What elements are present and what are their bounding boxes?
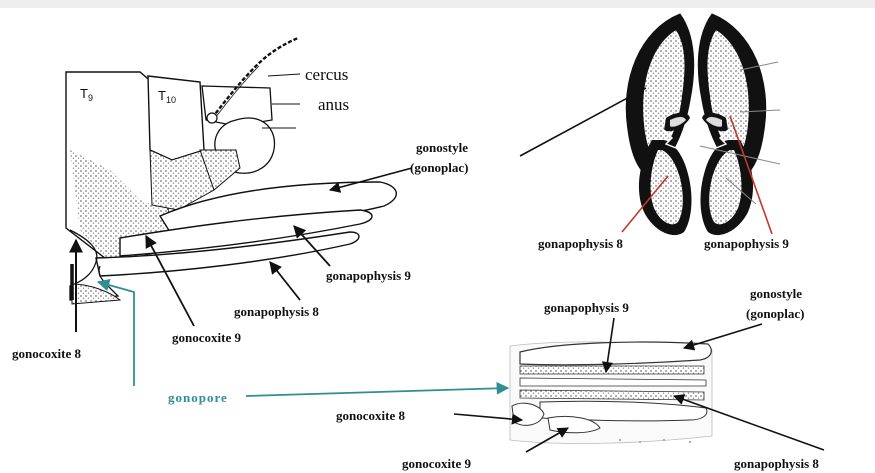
- ventral-view-drawing: [510, 342, 712, 444]
- label-cercus: cercus: [305, 65, 348, 84]
- top-watermark-band: [0, 0, 875, 8]
- label-gonocoxite-9-lateral: gonocoxite 9: [172, 330, 241, 345]
- label-xs-gonapophysis-8: gonapophysis 8: [538, 236, 623, 251]
- label-gonapophysis-8-lateral: gonapophysis 8: [234, 304, 319, 319]
- label-ventral-gonostyle: gonostyle: [750, 286, 802, 301]
- label-gonoplac: (gonoplac): [410, 160, 469, 175]
- spiracle-circle: [207, 113, 217, 123]
- label-gonapophysis-9-lateral: gonapophysis 9: [326, 268, 411, 283]
- label-ventral-gonoplac: (gonoplac): [746, 306, 805, 321]
- ventral-band-3: [520, 390, 704, 400]
- label-gonocoxite-8-lateral: gonocoxite 8: [12, 346, 81, 361]
- teal-leader-gonopore-ventral: [246, 388, 508, 396]
- label-ventral-gonocoxite-8: gonocoxite 8: [336, 408, 405, 423]
- label-ventral-gonocoxite-9: gonocoxite 9: [402, 456, 471, 471]
- arrow-gonapophysis-8-lateral: [270, 262, 300, 300]
- arrow-ventral-gonostyle: [684, 324, 762, 348]
- label-ventral-gonapophysis-8: gonapophysis 8: [734, 456, 819, 471]
- tergite-10-shape: [148, 76, 204, 160]
- label-xs-gonapophysis-9: gonapophysis 9: [704, 236, 789, 251]
- ventral-band-1: [520, 366, 704, 374]
- cross-section-labels: gonapophysis 8 gonapophysis 9: [538, 236, 789, 251]
- leader-cercus: [268, 74, 300, 76]
- label-anus: anus: [318, 95, 349, 114]
- cross-section-drawing: [520, 14, 780, 235]
- label-gonopore: gonopore: [168, 390, 228, 405]
- label-gonostyle: gonostyle: [416, 140, 468, 155]
- label-ventral-gonapophysis-9: gonapophysis 9: [544, 300, 629, 315]
